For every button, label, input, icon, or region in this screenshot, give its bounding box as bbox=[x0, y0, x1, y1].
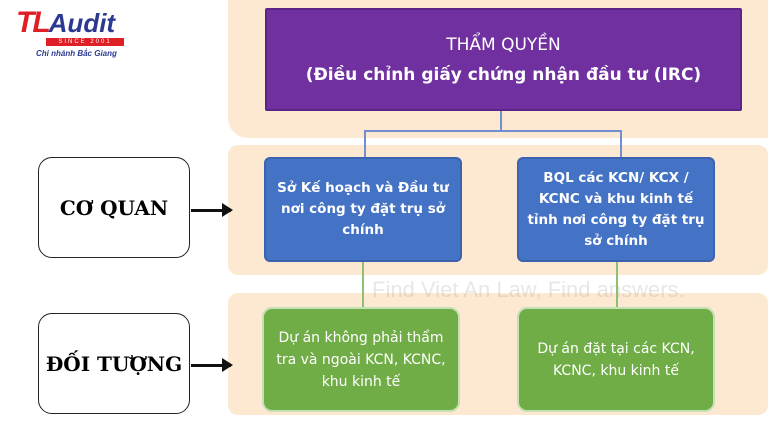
logo-audit: Audit bbox=[48, 8, 116, 38]
logo-since: SINCE 2001 bbox=[46, 38, 124, 46]
subject-box-outside-zones: Dự án không phải thẩm tra và ngoài KCN, … bbox=[262, 307, 460, 412]
connector-left bbox=[364, 130, 366, 157]
watermark: Find Viet An Law, Find answers. bbox=[372, 277, 685, 302]
subject-label: ĐỐI TƯỢNG bbox=[38, 313, 190, 414]
agency-box-dpi: Sở Kế hoạch và Đầu tư nơi công ty đặt tr… bbox=[264, 157, 462, 262]
connector-left-green bbox=[362, 262, 364, 307]
agency-box-management-board: BQL các KCN/ KCX / KCNC và khu kinh tế t… bbox=[517, 157, 715, 262]
authority-title: THẨM QUYỀN bbox=[446, 34, 561, 55]
subject-box-in-zones: Dự án đặt tại các KCN, KCNC, khu kinh tế bbox=[517, 307, 715, 412]
connector-right bbox=[620, 130, 622, 157]
authority-subtitle: (Điều chỉnh giấy chứng nhận đầu tư (IRC) bbox=[305, 64, 702, 85]
authority-box: THẨM QUYỀN (Điều chỉnh giấy chứng nhận đ… bbox=[265, 8, 742, 111]
arrow-right-icon bbox=[191, 203, 233, 217]
connector-horizontal bbox=[364, 130, 622, 132]
connector-right-green bbox=[616, 262, 618, 307]
connector-vertical bbox=[500, 111, 502, 131]
agency-label: CƠ QUAN bbox=[38, 157, 190, 258]
arrow-right-icon bbox=[191, 358, 233, 372]
logo-branch: Chi nhánh Bắc Giang bbox=[36, 49, 117, 58]
logo-tl: TL bbox=[16, 6, 51, 39]
